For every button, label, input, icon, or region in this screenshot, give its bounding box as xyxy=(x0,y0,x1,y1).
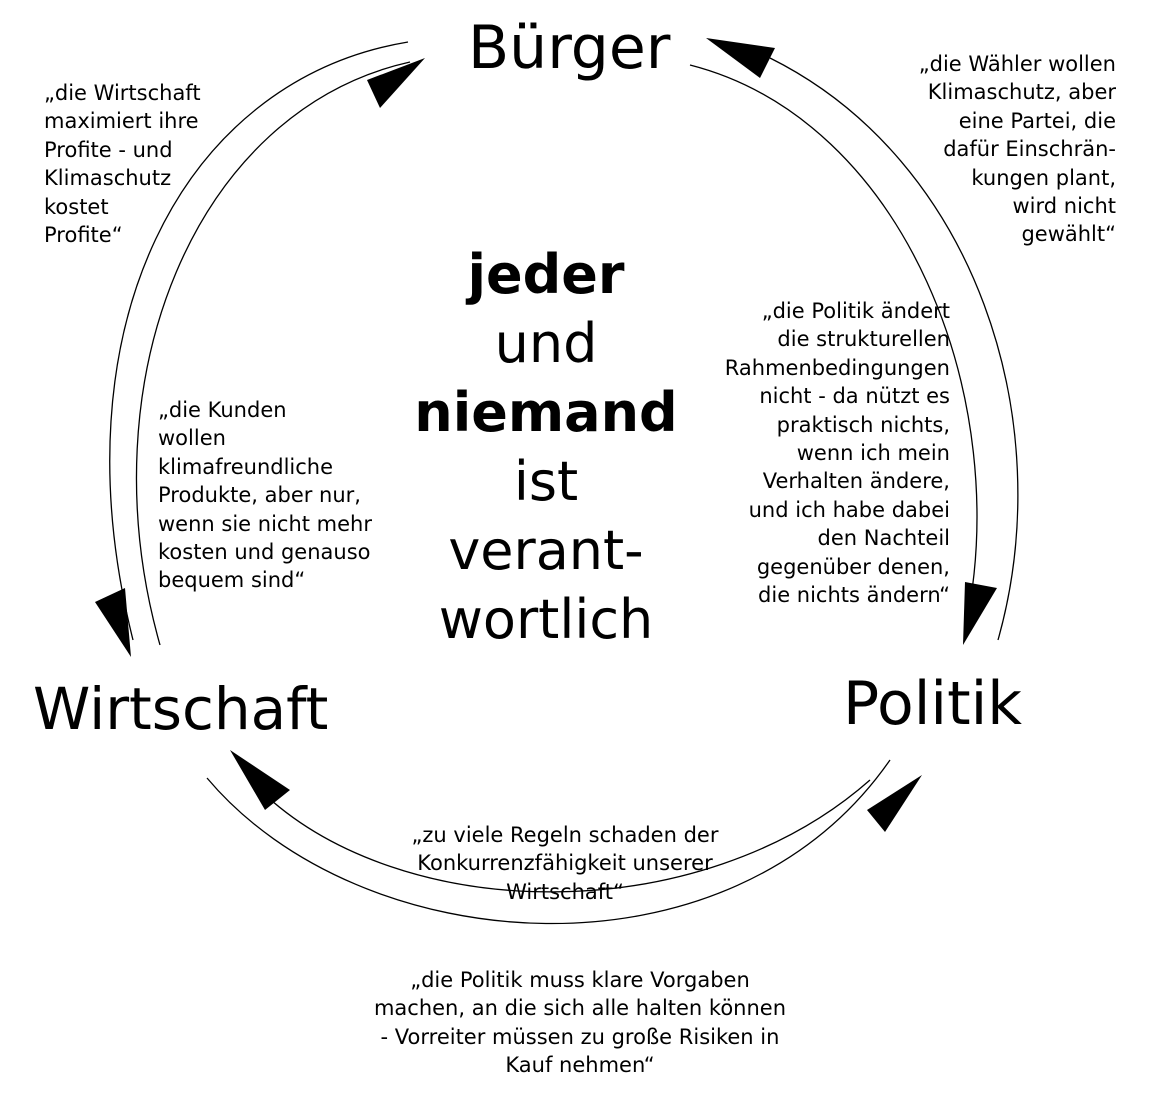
quote-kunden: „die Kunden wollen klimafreundliche Prod… xyxy=(158,398,372,593)
arc-right-outer xyxy=(769,57,1019,641)
arc-bottom-outer xyxy=(206,759,891,925)
arrow-to-buerger-right xyxy=(706,38,775,78)
arc-right-inner xyxy=(689,64,978,631)
center-line-wortlich: wortlich xyxy=(438,588,654,651)
arrow-to-politik xyxy=(963,582,997,645)
center-line-jeder: jeder xyxy=(467,243,625,306)
node-buerger: Bürger xyxy=(468,13,671,83)
center-line-verant: verant- xyxy=(448,519,644,582)
node-politik: Politik xyxy=(843,669,1023,739)
arrow-to-wirtschaft-bottom xyxy=(230,750,290,810)
node-wirtschaft: Wirtschaft xyxy=(33,675,329,743)
arc-left-inner xyxy=(135,61,411,646)
quote-wirtschaft-profite: „die Wirtschaft maximiert ihre Profite -… xyxy=(44,81,201,248)
arrow-to-buerger xyxy=(367,58,425,108)
quote-regeln: „zu viele Regeln schaden der Konkurrenzf… xyxy=(411,823,719,904)
center-line-ist: ist xyxy=(513,450,579,513)
center-statement: jeder und niemand ist verant- wortlich xyxy=(396,240,696,654)
quote-vorgaben: „die Politik muss klare Vorgaben machen,… xyxy=(373,968,787,1078)
arrow-to-politik-bottom xyxy=(867,775,922,832)
arc-left-outer xyxy=(109,41,409,641)
arrow-to-wirtschaft xyxy=(95,588,131,657)
center-line-und: und xyxy=(494,312,598,375)
arc-bottom-inner xyxy=(259,779,871,893)
quote-waehler: „die Wähler wollen Klimaschutz, aber ein… xyxy=(918,52,1116,247)
center-line-niemand: niemand xyxy=(414,381,678,444)
quote-politik-rahmen: „die Politik ändert die strukturellen Ra… xyxy=(724,299,950,608)
